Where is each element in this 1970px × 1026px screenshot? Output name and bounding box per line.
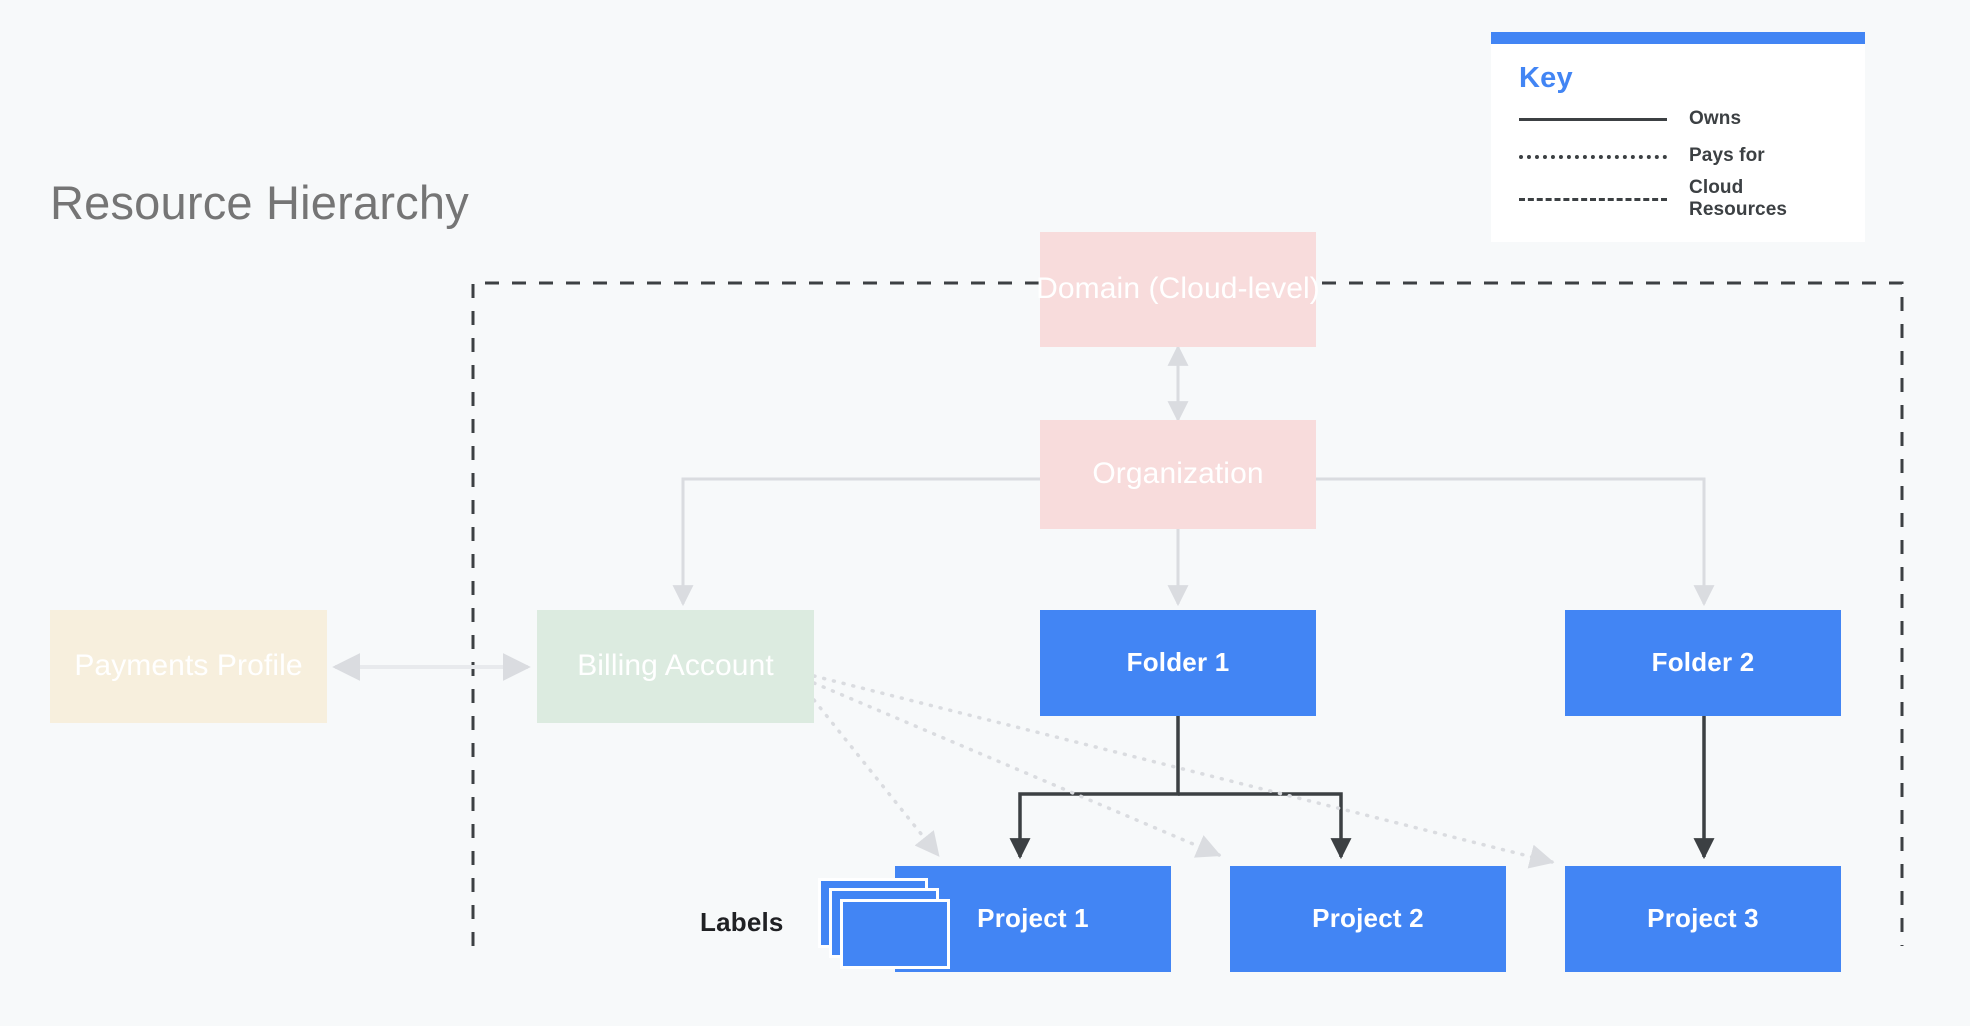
node-organization[interactable]: Organization bbox=[1040, 420, 1316, 529]
edge-organization-folder2 bbox=[1316, 477, 1715, 607]
edge-billing-account-project1 bbox=[812, 698, 940, 857]
legend-title: Key bbox=[1519, 62, 1573, 94]
node-billing-account[interactable]: Billing Account bbox=[537, 610, 814, 723]
legend-label-pays-for: Pays for bbox=[1689, 145, 1765, 167]
node-project2[interactable]: Project 2 bbox=[1230, 866, 1506, 972]
node-folder1-label: Folder 1 bbox=[1126, 647, 1230, 678]
legend-line-dashed-icon bbox=[1519, 197, 1667, 201]
legend-body: Key Owns Pays for Cloud Resources bbox=[1491, 44, 1865, 242]
legend-row-pays-for: Pays for bbox=[1519, 140, 1837, 173]
edge-organization-billing-account bbox=[672, 477, 1040, 607]
node-project3-label: Project 3 bbox=[1647, 903, 1759, 934]
node-project3[interactable]: Project 3 bbox=[1565, 866, 1841, 972]
legend-row-cloud-resources: Cloud Resources bbox=[1519, 177, 1837, 222]
node-folder2-label: Folder 2 bbox=[1651, 647, 1755, 678]
legend-accent-bar bbox=[1491, 32, 1865, 44]
node-billing-account-label: Billing Account bbox=[577, 649, 774, 683]
labels-caption: Labels bbox=[700, 907, 784, 937]
node-project1-label: Project 1 bbox=[977, 903, 1089, 934]
legend-row-owns: Owns bbox=[1519, 103, 1837, 136]
label-card-front bbox=[840, 899, 950, 969]
page-title: Resource Hierarchy bbox=[50, 176, 469, 229]
node-folder1[interactable]: Folder 1 bbox=[1040, 610, 1316, 716]
legend-card: Key Owns Pays for Cloud Resources bbox=[1491, 32, 1865, 242]
node-domain[interactable]: Domain (Cloud-level) bbox=[1036, 232, 1320, 347]
legend-label-cloud-resources: Cloud Resources bbox=[1689, 177, 1788, 221]
legend-line-dotted-icon bbox=[1519, 154, 1667, 159]
node-domain-label: Domain (Cloud-level) bbox=[1036, 272, 1320, 306]
node-folder2[interactable]: Folder 2 bbox=[1565, 610, 1841, 716]
edge-folder1-projects bbox=[1009, 716, 1352, 860]
legend-line-solid-icon bbox=[1519, 118, 1667, 121]
node-payments-profile-label: Payments Profile bbox=[74, 649, 303, 683]
node-payments-profile[interactable]: Payments Profile bbox=[50, 610, 327, 723]
node-project2-label: Project 2 bbox=[1312, 903, 1424, 934]
legend-label-owns: Owns bbox=[1689, 108, 1742, 130]
node-organization-label: Organization bbox=[1092, 457, 1264, 491]
labels-stack-icon[interactable] bbox=[818, 878, 950, 970]
